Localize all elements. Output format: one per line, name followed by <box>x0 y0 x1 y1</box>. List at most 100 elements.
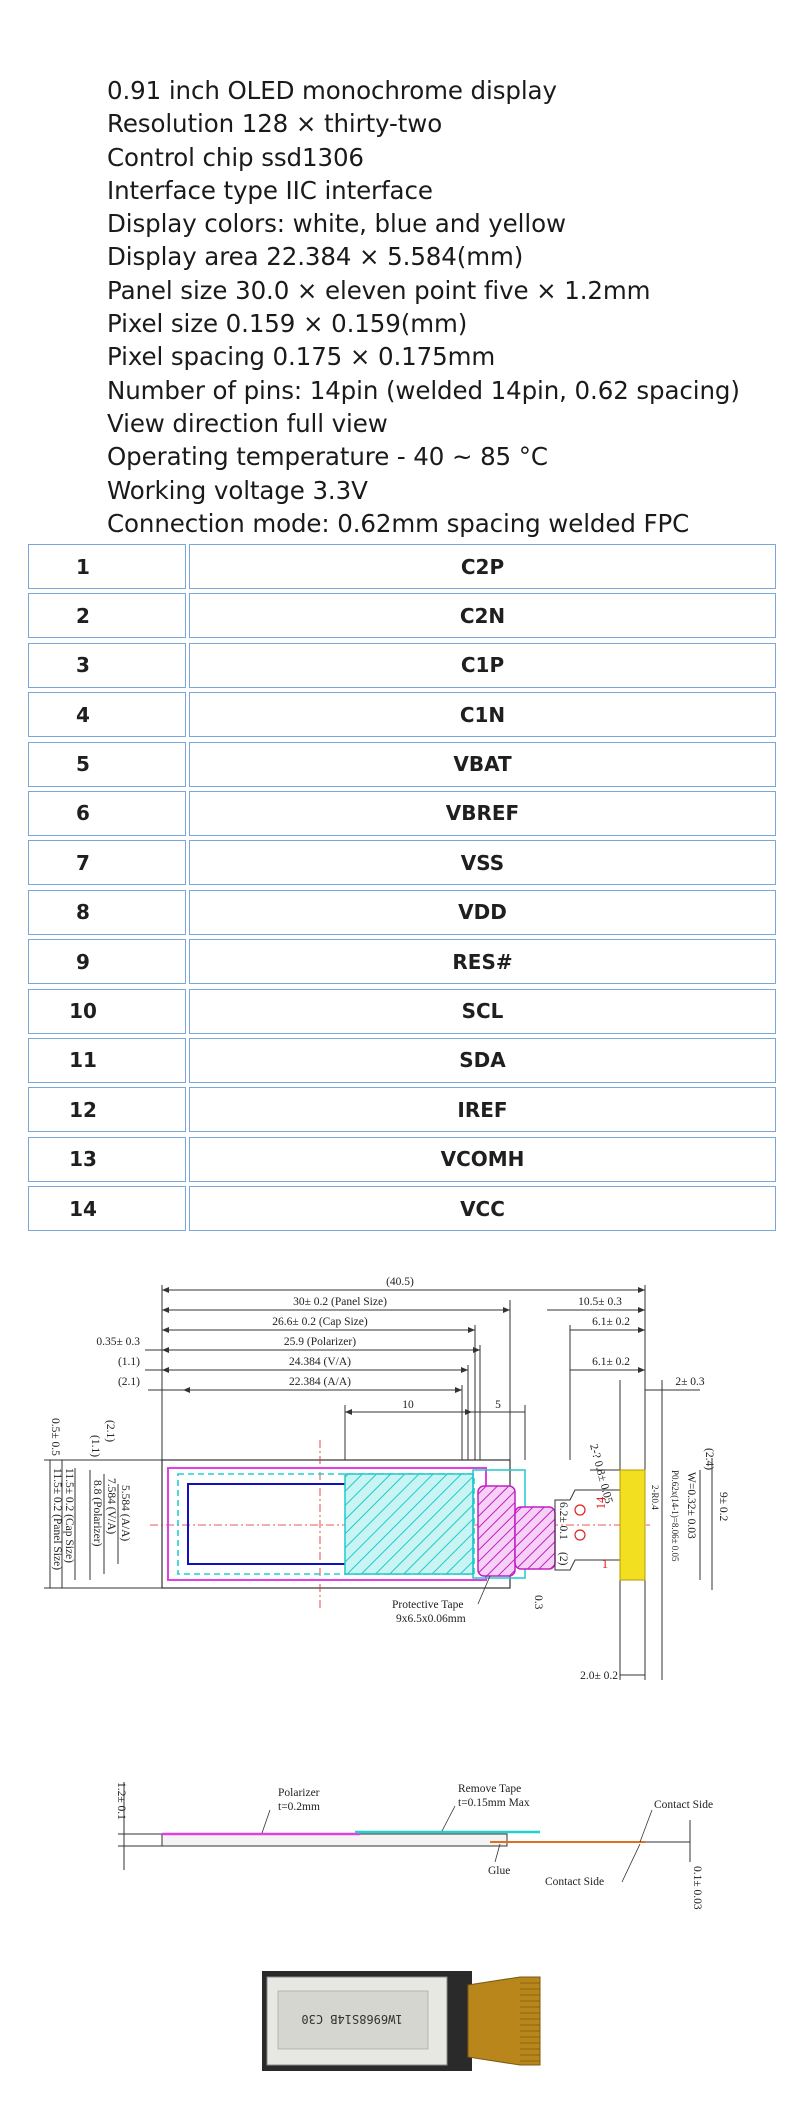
pin-name: SCL <box>189 988 776 1034</box>
side-thickness: 1.2± 0.1 <box>115 1782 127 1820</box>
dim-total: (40.5) <box>386 1276 414 1288</box>
dim-va: 24.384 (V/A) <box>289 1356 351 1368</box>
spec-line: View direction full view <box>107 408 388 438</box>
dim-slot: 2-? 0.8± 0.05 <box>587 1443 615 1506</box>
pin-number: 11 <box>28 1037 186 1083</box>
panel-side <box>161 1833 508 1847</box>
spec-line: Control chip ssd1306 <box>107 142 364 172</box>
left-11: (1.1) <box>89 1435 101 1457</box>
dim-panel: 30± 0.2 (Panel Size) <box>293 1296 387 1308</box>
dim-11: (1.1) <box>118 1356 140 1368</box>
pin-name: VCC <box>189 1186 776 1232</box>
spec-line: Pixel size 0.159 × 0.159(mm) <box>107 309 468 339</box>
photo-label: 1W6968S14B C30 <box>301 2012 402 2026</box>
arrowheads <box>162 1287 645 1415</box>
left-115-cap: 11.5± 0.2 (Cap Size) <box>63 1468 75 1563</box>
pin14-label: 14 <box>594 1496 608 1509</box>
left-5584: 5.584 (A/A) <box>119 1485 131 1541</box>
pin-name: VBREF <box>189 790 776 836</box>
spec-line: Operating temperature - 40 ~ 85 °C <box>107 442 548 472</box>
active-area <box>277 1990 429 2050</box>
dim-fpc-pitch: P0.62x(14-1)=8.06± 0.05 <box>670 1470 680 1562</box>
pin-number: 7 <box>28 840 186 886</box>
va-outline <box>177 1473 475 1575</box>
side-contact-bottom: Contact Side <box>545 1876 604 1888</box>
pin-name: C2N <box>189 593 776 639</box>
pin-name: C1P <box>189 642 776 688</box>
fpc-ribbon <box>467 1976 541 2066</box>
spec-line: Pixel spacing 0.175 × 0.175mm <box>107 342 496 372</box>
pin-number: 1 <box>28 544 186 589</box>
dim-9: 9± 0.2 <box>717 1492 729 1522</box>
side-polarizer: Polarizer <box>278 1787 320 1799</box>
pin1-label: 1 <box>602 1557 608 1571</box>
fpc-contacts <box>619 1469 646 1581</box>
spec-line: Panel size 30.0 × eleven point five × 1.… <box>107 275 651 305</box>
mechanical-drawing: (40.5) 30± 0.2 (Panel Size) 10.5± 0.3 26… <box>44 1276 729 1682</box>
cap-region <box>344 1473 474 1575</box>
dim-fpc-length: 10.5± 0.3 <box>578 1296 622 1308</box>
pin-number: 8 <box>28 889 186 935</box>
tape-size: 9x6.5x0.06mm <box>396 1613 466 1625</box>
spec-line: Resolution 128 × thirty-two <box>107 109 443 139</box>
protective-tape-a <box>477 1485 516 1577</box>
dim-5: 5 <box>495 1399 501 1411</box>
dim-fpc-a: 6.1± 0.2 <box>592 1316 630 1328</box>
slot-hole-a <box>574 1504 586 1516</box>
dim-polarizer: 25.9 (Polarizer) <box>284 1336 356 1348</box>
spec-line: Display colors: white, blue and yellow <box>107 209 566 239</box>
left-21: (2.1) <box>104 1420 116 1442</box>
side-contact-top: Contact Side <box>654 1799 713 1811</box>
pin-name: SDA <box>189 1037 776 1083</box>
pin-number: 9 <box>28 939 186 985</box>
pin-number: 3 <box>28 642 186 688</box>
dim-035: 0.35± 0.3 <box>96 1336 140 1348</box>
pin-number: 10 <box>28 988 186 1034</box>
pin-name: VDD <box>189 889 776 935</box>
pin-number: 12 <box>28 1087 186 1133</box>
dim-w032: W=0.32± 0.03 <box>685 1472 697 1539</box>
pin-number: 2 <box>28 593 186 639</box>
pin-number: 4 <box>28 692 186 738</box>
dim-03: 0.3 <box>532 1595 544 1610</box>
left-88: 8.8 (Polarizer) <box>91 1480 103 1547</box>
spec-line: Display area 22.384 × 5.584(mm) <box>107 242 524 272</box>
pin-number: 14 <box>28 1186 186 1232</box>
pin-number: 6 <box>28 790 186 836</box>
pin-name: VCOMH <box>189 1136 776 1182</box>
protective-tape-b <box>514 1506 556 1570</box>
pin-name: C1N <box>189 692 776 738</box>
side-view-drawing: 1.2± 0.1 Polarizer t=0.2mm Remove Tape t… <box>115 1782 713 1910</box>
spec-line: Number of pins: 14pin (welded 14pin, 0.6… <box>107 375 740 405</box>
spec-line: Connection mode: 0.62mm spacing welded F… <box>107 508 690 538</box>
pin-number: 5 <box>28 741 186 787</box>
pin-name: RES# <box>189 939 776 985</box>
tape-label: Protective Tape <box>392 1599 463 1611</box>
dim-r: 2-R0.4 <box>650 1485 660 1510</box>
dim-21: (2.1) <box>118 1376 140 1388</box>
left-05: 0.5± 0.5 <box>49 1418 61 1456</box>
dim-2pm: 2± 0.3 <box>675 1376 705 1388</box>
pin-name: C2P <box>189 544 776 589</box>
side-polarizer-t: t=0.2mm <box>278 1801 320 1813</box>
product-photo: 1W6968S14B C30 <box>262 1971 541 2071</box>
pin-name: VSS <box>189 840 776 886</box>
dim-62: 6.2± 0.1 <box>557 1502 569 1540</box>
dim-cap: 26.6± 0.2 (Cap Size) <box>272 1316 368 1328</box>
dim-aa: 22.384 (A/A) <box>289 1376 351 1388</box>
pin-name: VBAT <box>189 741 776 787</box>
